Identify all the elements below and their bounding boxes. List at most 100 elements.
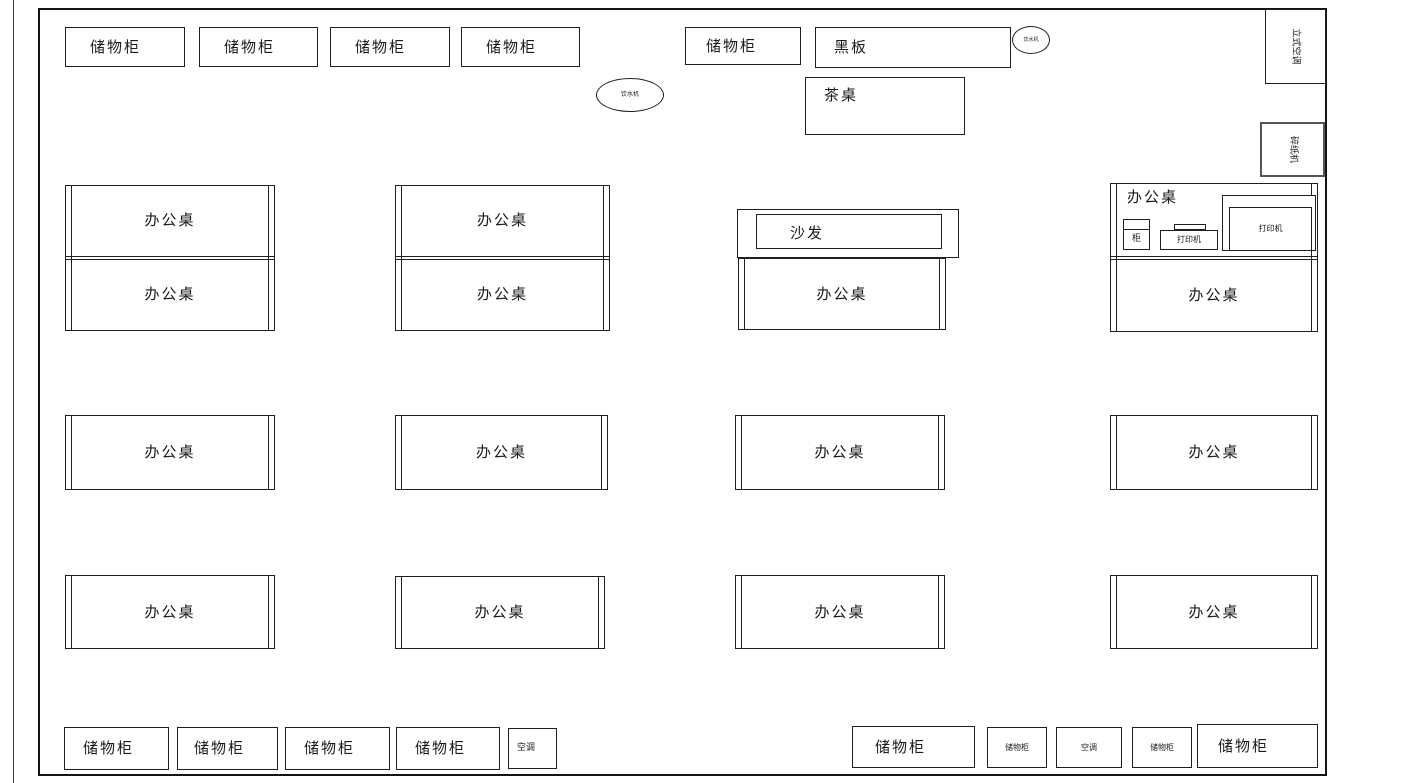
desk-edge-line — [1311, 184, 1312, 331]
desk-row3-2: 办公桌 — [395, 576, 605, 649]
blackboard-label: 黑板 — [834, 38, 869, 56]
divider-line — [66, 256, 274, 257]
shredder-cabinet-label: 碎纸机 — [1287, 135, 1298, 164]
sofa-label: 沙发 — [790, 224, 825, 242]
room-wall — [38, 8, 1327, 776]
desk-edge-line — [598, 577, 599, 648]
tea-table-label: 茶桌 — [824, 86, 859, 104]
desk-edge-line — [1311, 416, 1312, 489]
cabinet-bottom-8: 储物柜 — [1197, 724, 1318, 768]
desk-edge-line — [1116, 184, 1117, 331]
desk-row3-4: 办公桌 — [1110, 575, 1318, 649]
cabinet-bottom-1-label: 储物柜 — [83, 739, 135, 757]
cabinet-bottom-6-label: 储物柜 — [1005, 742, 1029, 752]
cabinet-bottom-3: 储物柜 — [285, 727, 390, 770]
printer-small: 打印机 — [1160, 230, 1218, 250]
cabinet-top-3: 储物柜 — [330, 27, 450, 67]
desk-group-2: 办公桌办公桌 — [395, 185, 610, 331]
desk-edge-line — [268, 416, 269, 489]
desk-row1-3: 办公桌 — [738, 258, 946, 330]
desk-group-2-label: 办公桌 — [476, 210, 528, 229]
desk-group-4-label: 办公桌 — [1188, 285, 1240, 304]
divider-line — [396, 259, 609, 260]
desk-row3-1-label: 办公桌 — [144, 602, 196, 621]
cabinet-bottom-2: 储物柜 — [177, 727, 278, 770]
desk-edge-line — [1116, 416, 1117, 489]
printer-large-inner: 打印机 — [1229, 207, 1312, 251]
printer-large-inner-label: 打印机 — [1258, 224, 1283, 233]
desk-edge-line — [401, 416, 402, 489]
cabinet-bottom-5: 储物柜 — [852, 726, 975, 768]
desk-edge-line — [1116, 576, 1117, 648]
desk-row3-3: 办公桌 — [735, 575, 945, 649]
water-dispenser-ellipse-2: 饮水机 — [1012, 26, 1050, 54]
desk-edge-line — [744, 259, 745, 329]
desk-edge-line — [1311, 576, 1312, 648]
desk-edge-line — [71, 576, 72, 648]
desk-edge-line — [938, 416, 939, 489]
sofa-seat — [756, 214, 942, 249]
cabinet-bottom-2-label: 储物柜 — [194, 739, 246, 757]
desk-group-1: 办公桌办公桌 — [65, 185, 275, 331]
cabinet-bottom-6: 储物柜 — [987, 727, 1047, 768]
desk-row3-1: 办公桌 — [65, 575, 275, 649]
divider-line — [1111, 259, 1317, 260]
water-dispenser-ellipse-2-label: 饮水机 — [1023, 36, 1039, 43]
divider-line — [396, 256, 609, 257]
desk-row2-2: 办公桌 — [395, 415, 608, 490]
shredder-cabinet: 碎纸机 — [1260, 122, 1325, 177]
desk-edge-line — [601, 416, 602, 489]
desk-group-4-label: 办公桌 — [1127, 188, 1179, 206]
sofa: 沙发 — [737, 209, 959, 258]
standing-ac-cabinet: 立式空调 — [1265, 9, 1326, 84]
cabinet-top-5: 储物柜 — [685, 27, 801, 65]
cabinet-bottom-5-label: 储物柜 — [875, 737, 927, 756]
desk-organizer-box: 柜 — [1123, 219, 1150, 250]
standing-ac-cabinet-label: 立式空调 — [1290, 28, 1301, 65]
desk-edge-line — [268, 186, 269, 330]
desk-edge-line — [268, 576, 269, 648]
desk-edge-line — [71, 416, 72, 489]
water-dispenser-ellipse-1-label: 饮水机 — [620, 91, 639, 98]
desk-edge-line — [938, 576, 939, 648]
cabinet-top-1: 储物柜 — [65, 27, 185, 67]
desk-organizer-box-label: 柜 — [1131, 233, 1141, 244]
desk-row1-3-label: 办公桌 — [816, 284, 868, 303]
tea-table: 茶桌 — [805, 77, 965, 135]
divider-line — [66, 259, 274, 260]
cabinet-bottom-1: 储物柜 — [64, 727, 169, 770]
desk-edge-line — [401, 577, 402, 648]
desk-row2-4: 办公桌 — [1110, 415, 1318, 490]
desk-row2-4-label: 办公桌 — [1188, 443, 1240, 461]
desk-edge-line — [741, 416, 742, 489]
divider-line — [1111, 256, 1317, 257]
desk-row2-3: 办公桌 — [735, 415, 945, 490]
desk-group-1-label: 办公桌 — [144, 285, 196, 303]
cabinet-bottom-7: 储物柜 — [1132, 727, 1192, 768]
desk-edge-line — [939, 259, 940, 329]
cabinet-top-1-label: 储物柜 — [90, 37, 142, 56]
desk-row3-4-label: 办公桌 — [1188, 602, 1240, 621]
cabinet-top-2: 储物柜 — [199, 27, 318, 67]
cabinet-top-4: 储物柜 — [461, 27, 580, 67]
cabinet-bottom-4: 储物柜 — [396, 727, 500, 770]
desk-group-1-label: 办公桌 — [144, 210, 196, 229]
divider-line — [1124, 229, 1149, 230]
desk-edge-line — [71, 186, 72, 330]
cabinet-bottom-8-label: 储物柜 — [1218, 736, 1270, 755]
cabinet-bottom-7-label: 储物柜 — [1150, 742, 1174, 752]
desk-edge-line — [401, 186, 402, 330]
ac-unit-bottom-right: 空调 — [1056, 727, 1122, 768]
ac-unit-bottom-left: 空调 — [508, 728, 557, 769]
desk-edge-line — [603, 186, 604, 330]
printer-small-label: 打印机 — [1177, 235, 1201, 244]
desk-group-2-label: 办公桌 — [476, 285, 528, 303]
ac-unit-bottom-left-label: 空调 — [517, 743, 536, 753]
ac-unit-bottom-right-label: 空调 — [1081, 742, 1097, 752]
desk-edge-line — [741, 576, 742, 648]
desk-row3-3-label: 办公桌 — [814, 602, 866, 621]
cabinet-top-5-label: 储物柜 — [706, 36, 758, 55]
canvas-edge-line — [13, 0, 14, 783]
desk-row3-2-label: 办公桌 — [474, 603, 526, 621]
